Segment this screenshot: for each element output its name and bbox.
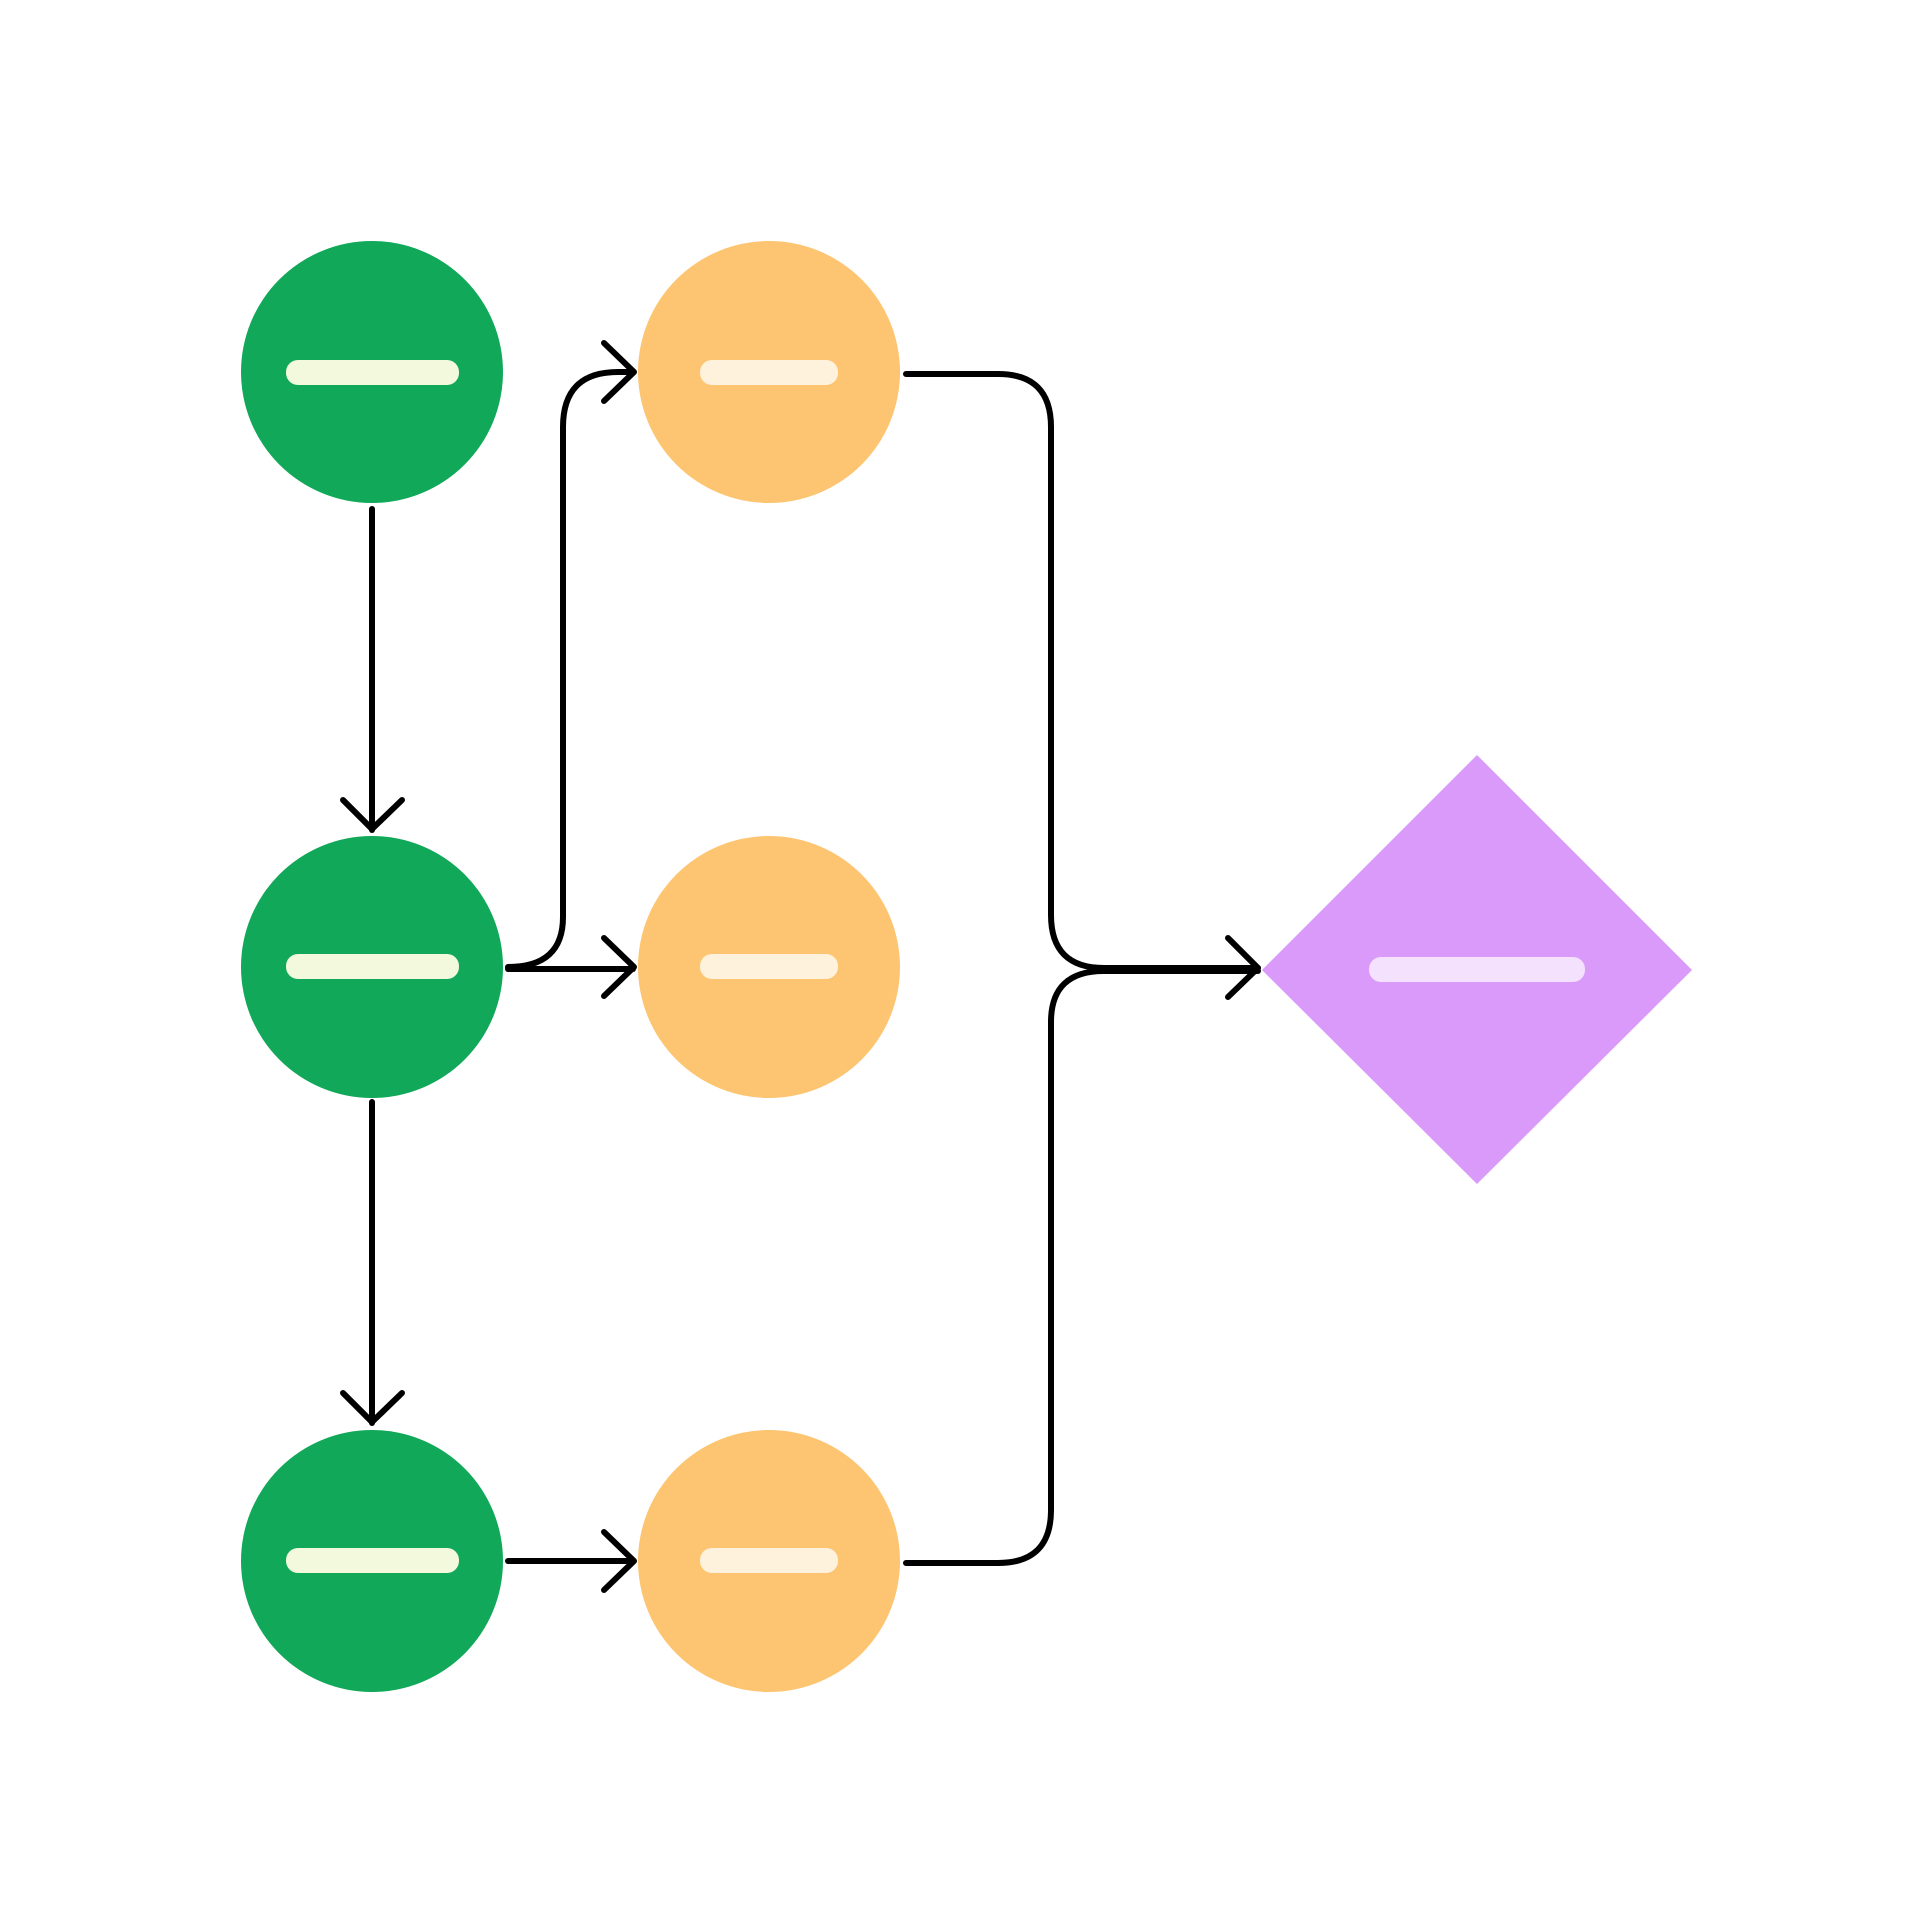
edge-green-2-to-orange-1 — [505, 369, 636, 970]
edge-orange-1-to-diamond — [903, 371, 1261, 971]
label-placeholder — [286, 360, 459, 385]
label-placeholder — [700, 954, 838, 979]
arrowhead-green-2-top — [340, 797, 405, 832]
label-placeholder — [1369, 957, 1585, 982]
node-green-2[interactable] — [241, 836, 503, 1098]
node-orange-2[interactable] — [638, 836, 900, 1098]
arrowhead-green-3-top — [340, 1390, 405, 1425]
connectors — [340, 340, 1261, 1593]
node-purple-diamond[interactable] — [1262, 755, 1692, 1184]
arrowhead-orange-2-left — [601, 935, 637, 999]
arrowhead-orange-3-left — [601, 1529, 637, 1593]
node-orange-1[interactable] — [638, 241, 900, 503]
label-placeholder — [286, 1548, 459, 1573]
edge-orange-3-to-diamond — [903, 968, 1261, 1566]
arrowhead-diamond-left — [1225, 935, 1261, 1000]
nodes — [241, 241, 1692, 1692]
node-green-3[interactable] — [241, 1430, 503, 1692]
label-placeholder — [286, 954, 459, 979]
node-orange-3[interactable] — [638, 1430, 900, 1692]
node-green-1[interactable] — [241, 241, 503, 503]
label-placeholder — [700, 360, 838, 385]
arrowhead-orange-1-left — [601, 340, 637, 404]
label-placeholder — [700, 1548, 838, 1573]
